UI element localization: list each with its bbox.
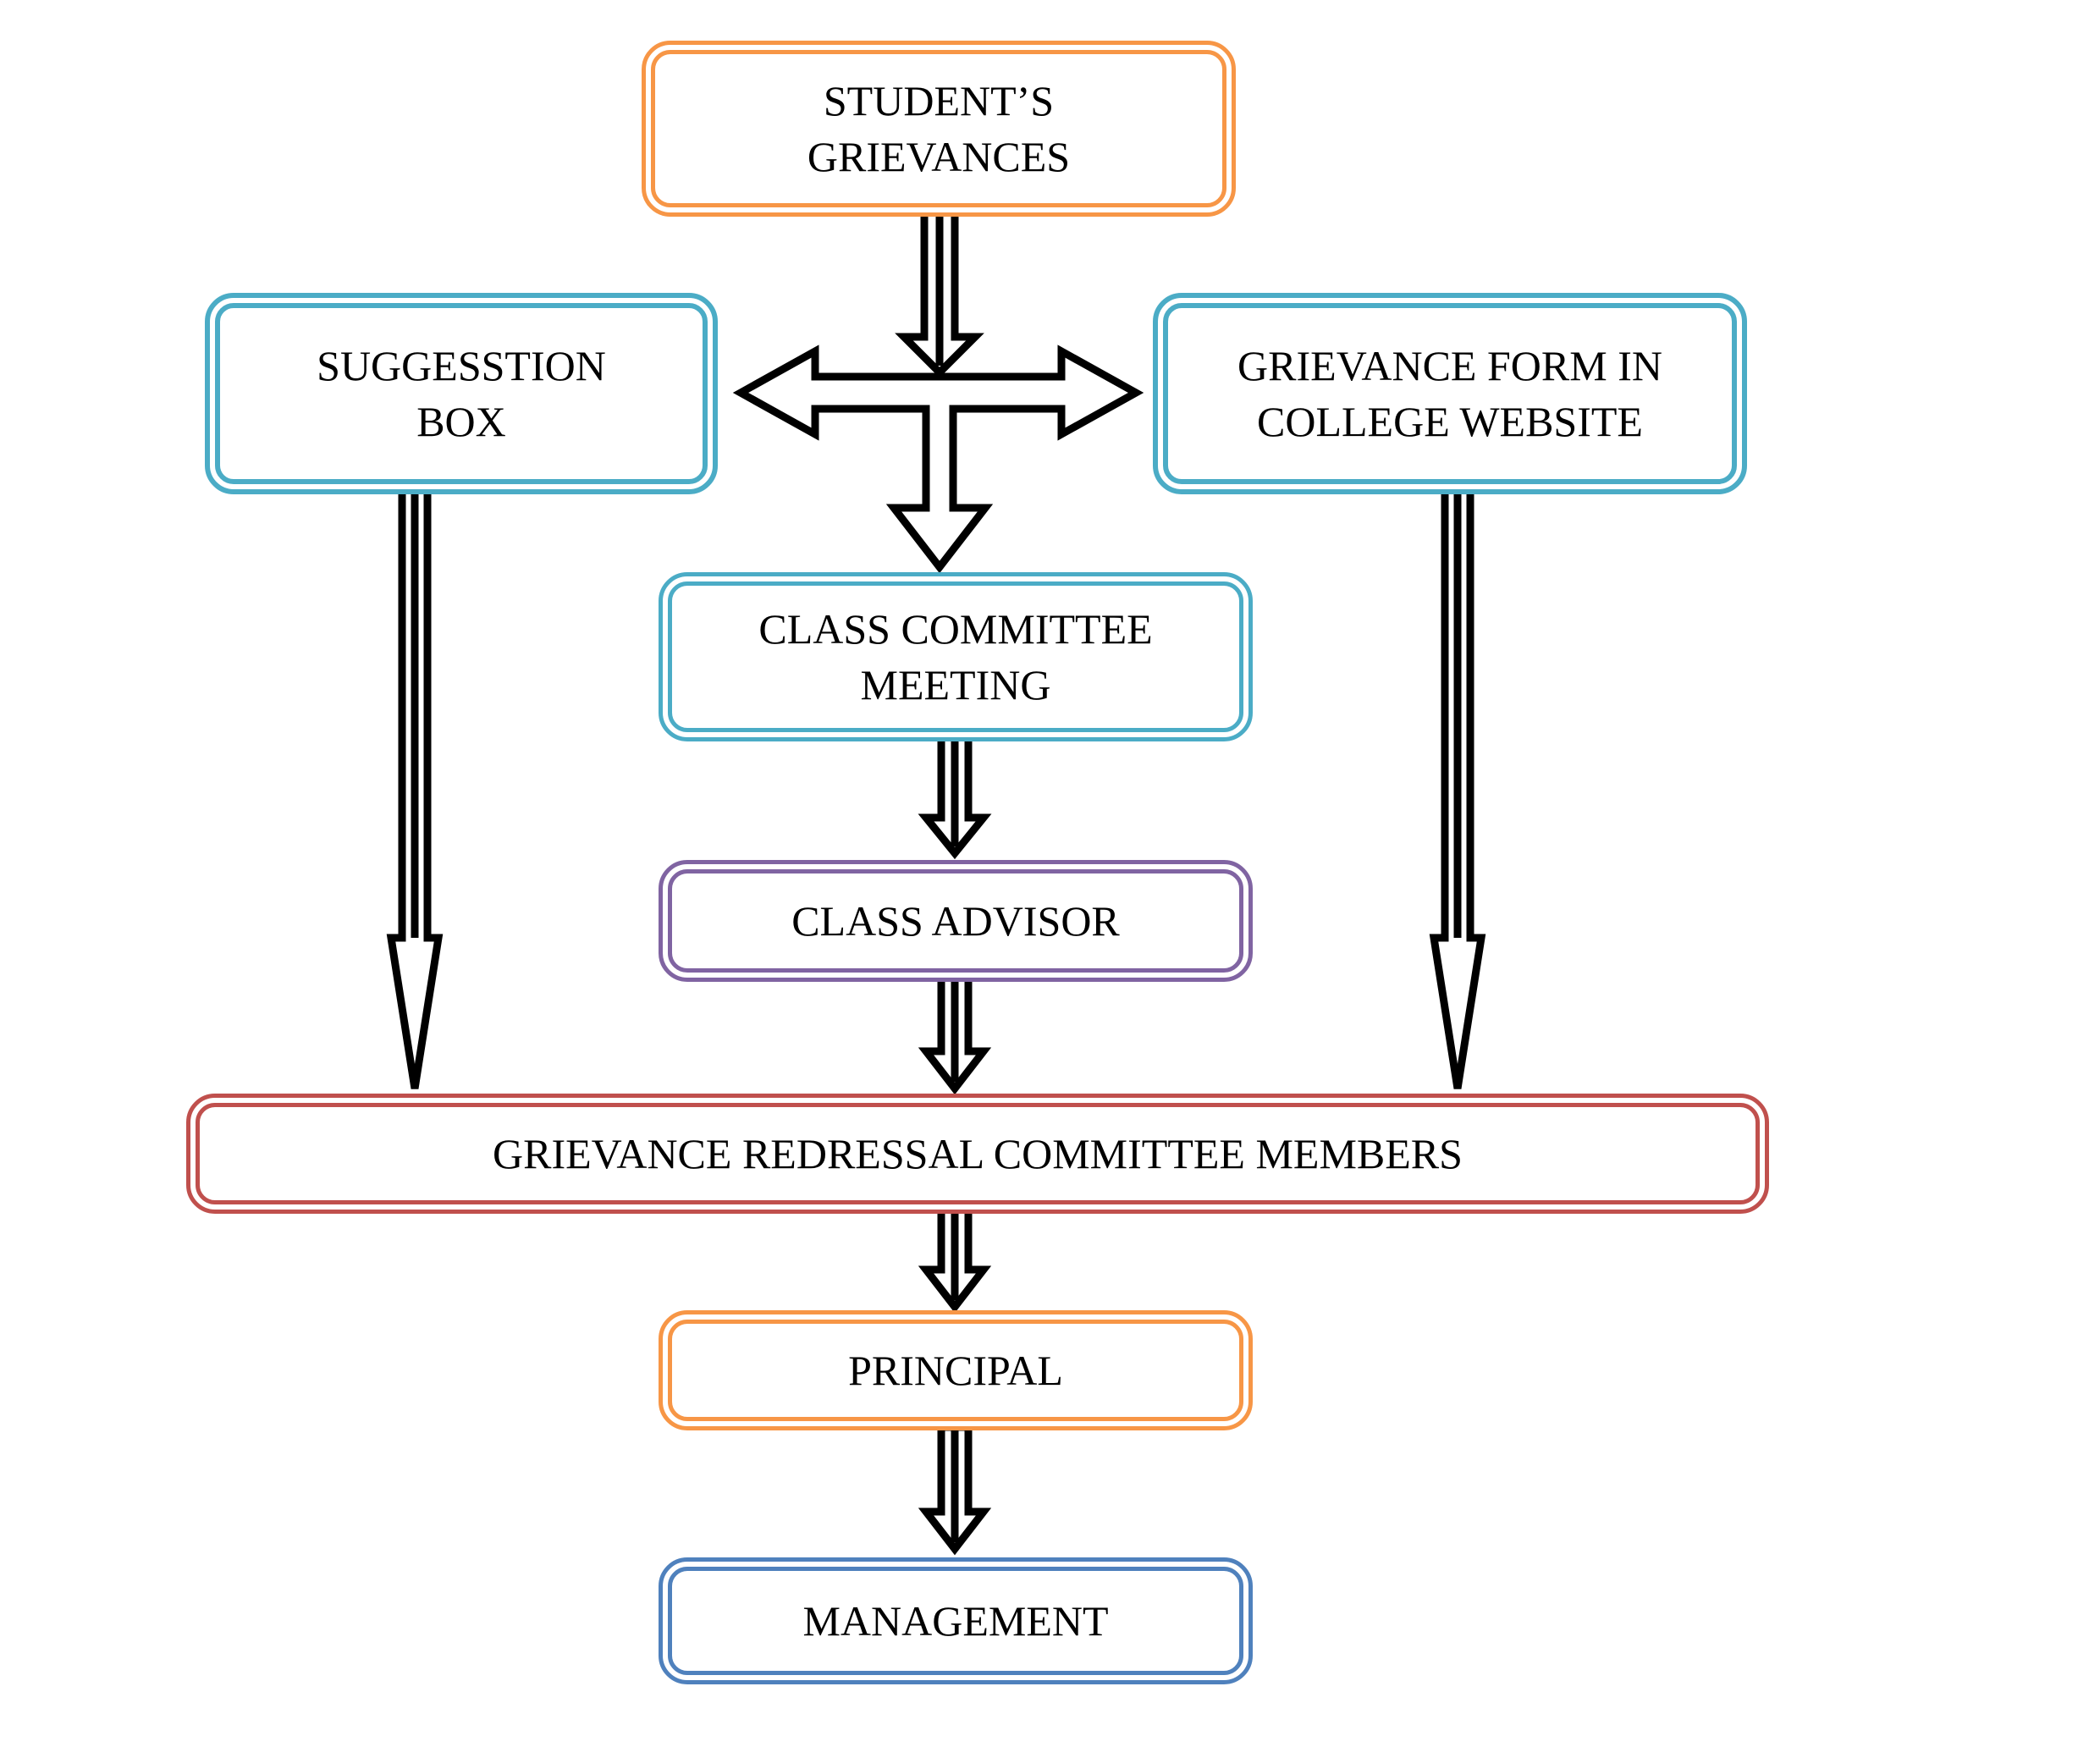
node-label: GRIEVANCE REDRESSAL COMMITTEE MEMBERS [493,1130,1463,1177]
arrow-committee-to-principal [918,1204,992,1314]
node-students-grievances: STUDENT’S GRIEVANCES [642,41,1236,217]
arrow-junction-branch [732,344,1144,574]
node-grievance-redressal-committee: GRIEVANCE REDRESSAL COMMITTEE MEMBERS [186,1094,1769,1214]
arrow-principal-to-management [918,1423,992,1556]
node-label: SUGGESSTION BOX [317,342,606,445]
node-label: GRIEVANCE FORM IN COLLEGE WEBSITE [1237,342,1662,445]
node-management: MANAGEMENT [659,1557,1253,1684]
arrow-advisor-to-committee [918,973,992,1095]
node-suggestion-box: SUGGESSTION BOX [205,293,718,494]
arrow-suggestion-to-committee [386,482,444,1089]
node-principal: PRINCIPAL [659,1310,1253,1430]
node-class-advisor: CLASS ADVISOR [659,860,1253,982]
arrow-students-to-junction [895,201,984,378]
arrow-committee-meeting-to-advisor [918,732,992,860]
node-class-committee-meeting: CLASS COMMITTEE MEETING [659,572,1253,741]
arrow-webform-to-committee [1429,482,1486,1089]
node-label: CLASS COMMITTEE MEETING [758,605,1153,708]
node-label: MANAGEMENT [802,1597,1109,1645]
node-label: PRINCIPAL [848,1347,1063,1394]
node-label: STUDENT’S GRIEVANCES [807,77,1071,180]
node-grievance-form-website: GRIEVANCE FORM IN COLLEGE WEBSITE [1153,293,1747,494]
node-label: CLASS ADVISOR [791,897,1120,945]
